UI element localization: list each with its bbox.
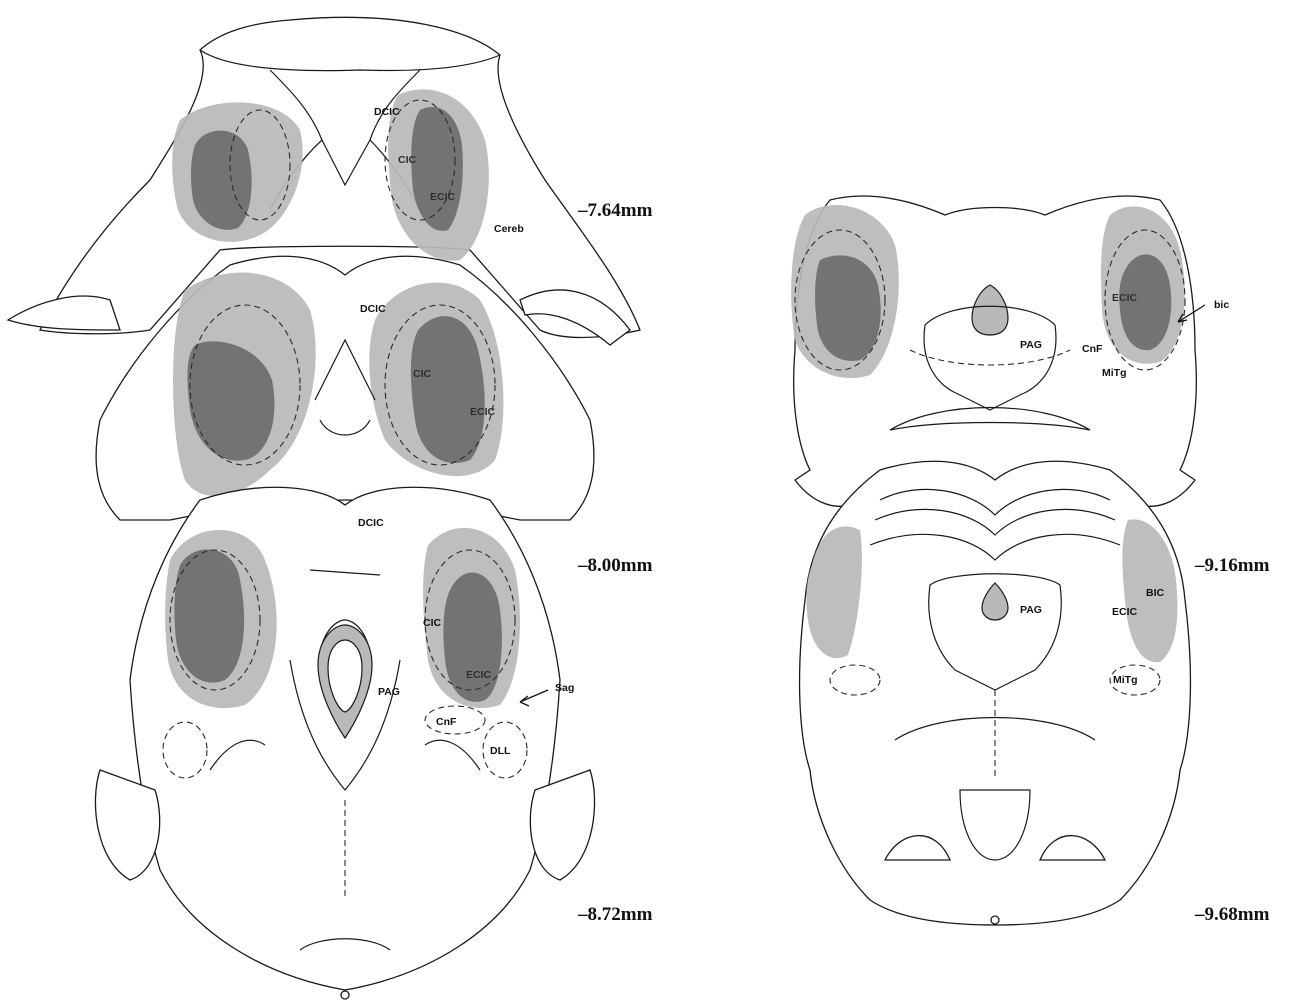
label-ecic-2: ECIC <box>470 406 496 418</box>
level-9-68: –9.68mm <box>1194 904 1270 925</box>
label-dcic-1: DCIC <box>374 106 400 118</box>
lesion-dark-right-8-72 <box>443 573 501 702</box>
label-pag-5: PAG <box>1020 604 1042 616</box>
label-cereb: Cereb <box>494 223 524 235</box>
label-sag: Sag <box>555 682 574 694</box>
level-7-64: –7.64mm <box>577 200 653 221</box>
label-pag-4: PAG <box>1020 339 1042 351</box>
label-cic-3: CIC <box>423 617 442 629</box>
label-cic-2: CIC <box>413 368 432 380</box>
label-ecic-4: ECIC <box>1112 292 1138 304</box>
label-ecic-3: ECIC <box>466 669 492 681</box>
label-cnf-3: CnF <box>436 716 457 728</box>
lesion-dark-left-8-72 <box>174 549 244 682</box>
label-cnf-4: CnF <box>1082 343 1103 355</box>
label-bic-5: BIC <box>1146 587 1165 599</box>
label-mitg-5: MiTg <box>1113 674 1138 686</box>
label-ecic-5: ECIC <box>1112 606 1138 618</box>
level-8-00: –8.00mm <box>577 555 653 576</box>
label-dcic-2: DCIC <box>360 303 386 315</box>
label-cic-1: CIC <box>398 154 417 166</box>
cerebellar-lobe-left <box>8 296 120 330</box>
lesion-dark-left-9-16 <box>815 255 881 361</box>
label-ecic-1: ECIC <box>430 191 456 203</box>
ventral-dot-9-68 <box>991 916 999 924</box>
lesion-dark-right-8-00 <box>411 316 485 463</box>
label-bic-4: bic <box>1214 299 1229 311</box>
ventral-dot-8-72 <box>341 991 349 999</box>
label-dll: DLL <box>490 745 511 757</box>
level-9-16: –9.16mm <box>1194 555 1270 576</box>
lesion-dark-left-7-64 <box>191 131 252 230</box>
section-8-72 <box>95 487 594 999</box>
label-mitg-4: MiTg <box>1102 367 1127 379</box>
label-dcic-3: DCIC <box>358 517 384 529</box>
section-9-16 <box>791 196 1205 506</box>
level-8-72: –8.72mm <box>577 904 653 925</box>
label-pag-3: PAG <box>378 686 400 698</box>
section-9-68 <box>800 461 1191 925</box>
